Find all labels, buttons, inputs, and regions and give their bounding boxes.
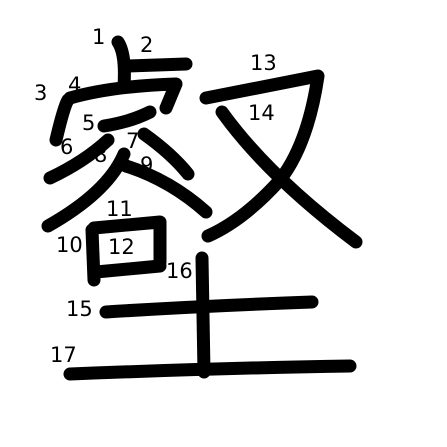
- stroke-4: [63, 77, 183, 115]
- stroke-9: [119, 159, 213, 219]
- stroke-11: [87, 215, 167, 269]
- stroke-number-17: 17: [50, 343, 77, 367]
- stroke-5: [97, 105, 157, 133]
- stroke-number-5: 5: [82, 111, 95, 135]
- stroke-3: [49, 93, 75, 147]
- stroke-number-8: 8: [94, 143, 107, 167]
- stroke-number-3: 3: [34, 81, 47, 105]
- stroke-number-11: 11: [106, 197, 133, 221]
- stroke-number-12: 12: [108, 235, 135, 259]
- stroke-6: [43, 133, 115, 185]
- stroke-number-15: 15: [66, 297, 93, 321]
- stroke-2: [121, 57, 193, 73]
- stroke-16: [195, 251, 211, 379]
- stroke-number-10: 10: [56, 233, 83, 257]
- stroke-14: [215, 105, 363, 249]
- stroke-number-16: 16: [166, 259, 193, 283]
- stroke-7: [137, 127, 195, 181]
- stroke-8: [41, 147, 131, 233]
- stroke-number-1: 1: [92, 25, 105, 49]
- stroke-17: [63, 359, 357, 381]
- stroke-number-2: 2: [140, 33, 153, 57]
- stroke-number-14: 14: [248, 101, 275, 125]
- stroke-number-9: 9: [140, 153, 153, 177]
- stroke-number-4: 4: [68, 73, 81, 97]
- stroke-number-7: 7: [126, 129, 139, 153]
- stroke-12: [89, 259, 167, 279]
- stroke-1: [111, 35, 131, 93]
- stroke-number-6: 6: [60, 135, 73, 159]
- stroke-number-13: 13: [250, 51, 277, 75]
